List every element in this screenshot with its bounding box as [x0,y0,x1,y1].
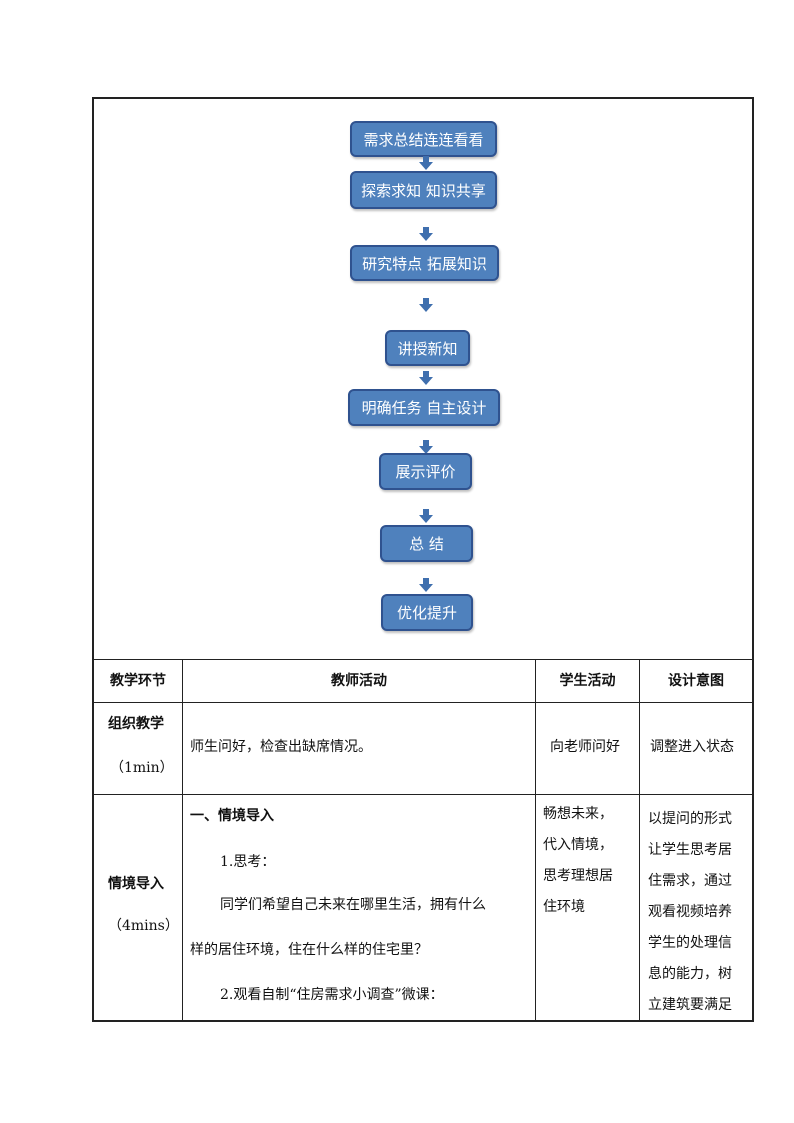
row2-intent-line-3: 住需求，通过 [648,873,732,889]
row2-student-line-3: 思考理想居 [543,868,613,884]
flow-arrow-7 [419,578,433,592]
header-student-activity: 学生活动 [559,673,616,689]
flow-step-6: 展示评价 [379,453,472,490]
col-divider-2 [535,659,536,1022]
row1-teacher-activity: 师生问好，检查出缺席情况。 [190,739,372,755]
row1-stage-time: （1min） [110,760,174,776]
flow-arrow-6 [419,509,433,523]
row2-stage-time: （4mins） [108,918,179,934]
flow-step-2: 探索求知 知识共享 [350,171,497,209]
flow-step-8: 优化提升 [381,594,473,631]
flow-arrow-2 [419,227,433,241]
teaching-flowchart: 需求总结连连看看 探索求知 知识共享 研究特点 拓展知识 讲授新知 明确任务 自… [94,99,752,660]
row2-intent-line-6: 息的能力，树 [648,966,732,982]
flow-arrow-4 [419,371,433,385]
flow-step-3: 研究特点 拓展知识 [350,245,499,281]
row2-student-line-4: 住环境 [543,899,585,915]
row1-stage-name: 组织教学 [108,716,164,732]
table-top-rule [94,659,752,660]
row2-teacher-line-1: 一、情境导入 [190,808,274,824]
flow-arrow-3 [419,298,433,312]
flow-step-7: 总 结 [380,525,473,562]
flow-arrow-1 [419,156,433,170]
flow-arrow-5 [419,440,433,454]
col-divider-1 [182,659,183,1022]
row2-intent-line-7: 立建筑要满足 [648,997,732,1013]
row1-bottom-rule [94,794,752,795]
row2-teacher-line-5: 2.观看自制“住房需求小调查”微课： [220,987,444,1003]
row2-stage-name: 情境导入 [108,876,164,892]
header-design-intent: 设计意图 [668,673,724,689]
row2-intent-line-4: 观看视频培养 [648,904,732,920]
row1-design-intent: 调整进入状态 [650,739,734,755]
row2-teacher-line-2: 1.思考： [220,854,276,870]
row1-student-activity: 向老师问好 [550,739,620,755]
row2-intent-line-5: 学生的处理信 [648,935,732,951]
row2-teacher-line-4: 样的居住环境，住在什么样的住宅里？ [190,942,428,958]
header-stage: 教学环节 [110,673,166,689]
header-bottom-rule [94,702,752,703]
flow-step-4: 讲授新知 [385,330,470,366]
row2-teacher-line-3: 同学们希望自己未来在哪里生活，拥有什么 [220,897,486,913]
flow-step-5: 明确任务 自主设计 [348,389,500,426]
col-divider-3 [639,659,640,1022]
row2-student-line-2: 代入情境， [543,837,613,853]
row2-intent-line-2: 让学生思考居 [648,842,732,858]
header-teacher-activity: 教师活动 [331,673,387,689]
row2-intent-line-1: 以提问的形式 [648,811,732,827]
row2-student-line-1: 畅想未来， [543,806,613,822]
lesson-plan-frame: 需求总结连连看看 探索求知 知识共享 研究特点 拓展知识 讲授新知 明确任务 自… [92,97,754,1022]
flow-step-1: 需求总结连连看看 [350,121,497,157]
